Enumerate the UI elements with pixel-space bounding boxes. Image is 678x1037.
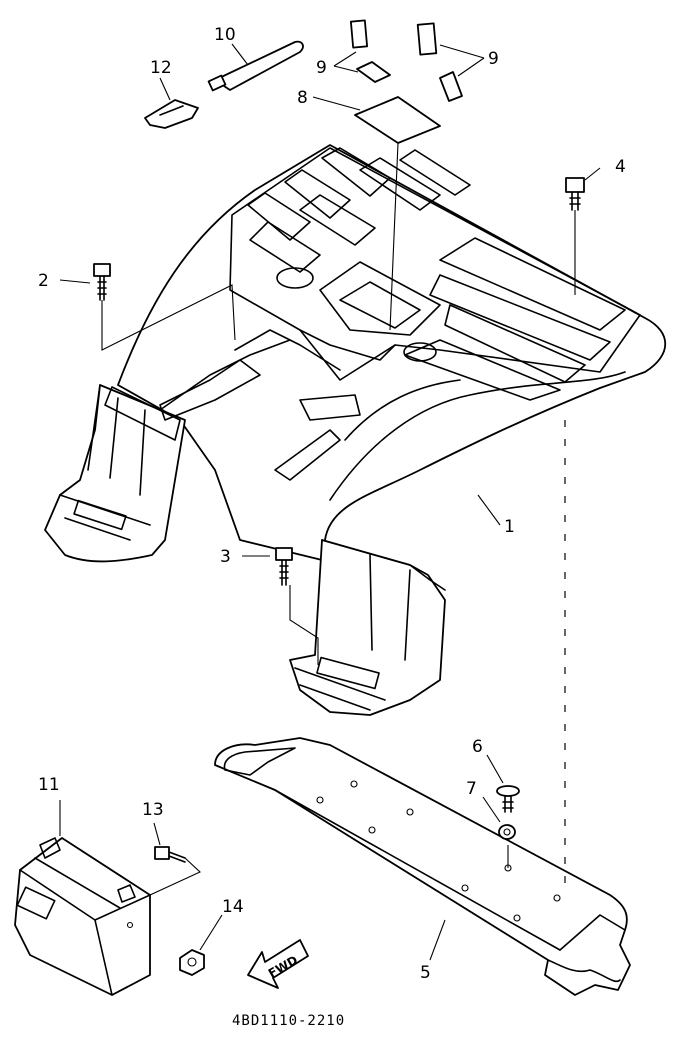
callout-3: 3 (220, 547, 231, 567)
callout-11: 11 (38, 775, 60, 795)
callout-5: 5 (420, 963, 431, 983)
pad-9b (356, 61, 391, 83)
pad-9d (439, 71, 463, 102)
nut-14 (179, 949, 205, 976)
callout-9a: 9 (316, 58, 327, 78)
rear-fender (44, 144, 667, 716)
strap-10 (214, 40, 304, 91)
washer-7 (498, 824, 516, 840)
bolt-13 (154, 846, 186, 863)
pad-8 (354, 96, 441, 144)
pad-9c (416, 22, 438, 56)
toolbox (14, 837, 151, 996)
callout-7: 7 (466, 779, 477, 799)
bolt-3 (275, 547, 293, 586)
callout-12: 12 (150, 58, 172, 78)
carrier-plate (214, 737, 631, 996)
callout-1: 1 (504, 517, 515, 537)
leader-lines (59, 43, 601, 961)
callout-13: 13 (142, 800, 164, 820)
drawing-code: 4BD1110-2210 (232, 1013, 345, 1029)
callout-2: 2 (38, 271, 49, 291)
callout-14: 14 (222, 897, 244, 917)
pad-9a (349, 19, 369, 49)
callout-10: 10 (214, 25, 236, 45)
clip-12 (144, 99, 199, 129)
callout-labels: 1 2 3 4 5 6 7 8 9 9 10 11 12 13 14 (38, 25, 626, 983)
callout-9b: 9 (488, 49, 499, 69)
bolt-2 (93, 263, 111, 301)
fwd-arrow-icon: FWD (247, 939, 309, 989)
callout-4: 4 (615, 157, 626, 177)
bolt-6 (496, 785, 520, 813)
callout-8: 8 (297, 88, 308, 108)
bolt-4 (565, 177, 585, 211)
callout-6: 6 (472, 737, 483, 757)
